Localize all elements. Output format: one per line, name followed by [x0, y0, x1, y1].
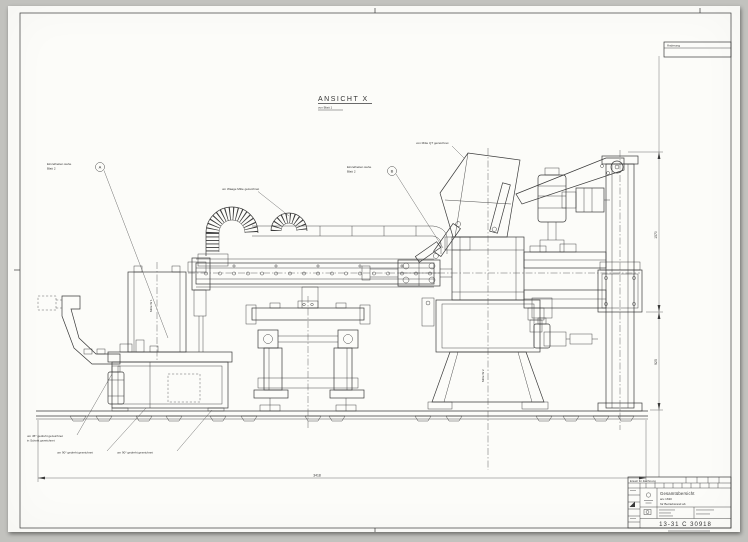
callout-b-line2: Blatt 2 — [347, 170, 356, 174]
cross-beam-lower — [523, 289, 607, 333]
title-block: Ersatz für Zeichnung — [627, 476, 732, 532]
replacement-note: Ersatz für Zeichnung — [630, 479, 656, 483]
rotation-note-2: um 90° gedreht gezeichnet — [57, 451, 93, 455]
accumulator-cylinder — [537, 167, 567, 253]
duct-run — [252, 225, 433, 237]
projection-symbol — [644, 488, 658, 507]
cross-beam-upper — [523, 243, 607, 269]
hose-note: um Waage Mitte gezeichnet — [222, 187, 290, 217]
centerline-label-right: Mitte W 2 — [481, 369, 485, 382]
overall-length-dim: 3418 — [313, 473, 321, 477]
title-line3: für Betriebsrand ab — [660, 502, 686, 506]
microfilm-footer — [668, 530, 710, 532]
callout-a-bubble: A — [99, 165, 102, 170]
hose-note-text: um Waage Mitte gezeichnet — [222, 187, 259, 191]
floor-rail — [36, 410, 648, 422]
centerline-label-left: Mitte W 1 — [149, 299, 153, 312]
tall-panel — [127, 262, 187, 360]
drawing-number: 13-31 C 30918 — [659, 522, 712, 528]
rotation-note-1a: um 45° gedreht gezeichnet — [27, 434, 63, 438]
revision-note-box: Änderung — [663, 41, 732, 58]
left-station — [107, 261, 233, 412]
corrugated-hose — [197, 206, 448, 267]
anchor-feet — [69, 415, 635, 422]
perforated-conveyor-beam — [191, 257, 435, 352]
beam-holes — [204, 271, 432, 276]
rotation-notes: um 45° gedreht gezeichnet in Schnitt gez… — [27, 373, 213, 455]
micro-text-placeholders — [659, 509, 714, 517]
right-lower-dim: 925 — [654, 359, 658, 365]
rotation-note-3: um 90° gedreht gezeichnet — [117, 451, 153, 455]
centerlines — [188, 148, 640, 470]
hydraulic-cylinder-left — [421, 297, 435, 327]
lever-arm — [489, 182, 511, 234]
main-machine — [414, 152, 567, 410]
right-column-stand — [515, 155, 643, 412]
title-line1: Gesamtübersicht — [660, 491, 695, 496]
hopper — [439, 152, 521, 238]
motor-block — [561, 187, 610, 213]
callout-a-line1: Einzelheiten siehe — [47, 162, 72, 166]
rotation-note-1b: in Schnitt gezeichnet — [27, 439, 55, 443]
callout-a-line2: Blatt 2 — [47, 167, 56, 171]
callout-a: Einzelheiten siehe Blatt 2 A — [47, 162, 169, 339]
center-note: von Mitte QT gezeichnet — [416, 141, 465, 159]
view-title-text: ANSICHT X — [318, 96, 369, 103]
revision-box-label: Änderung — [667, 44, 680, 48]
callout-b-line1: Einzelheiten siehe — [347, 165, 372, 169]
hopper-gate — [444, 236, 471, 251]
table-slab — [107, 351, 233, 363]
hydraulic-bottle-left — [107, 365, 125, 405]
tilted-cylinder-1 — [433, 221, 461, 259]
revision-column — [628, 483, 641, 528]
right-upper-dim: 1570 — [654, 231, 658, 239]
top-arm — [515, 157, 625, 205]
callout-b: Einzelheiten siehe Blatt 2 B — [347, 165, 444, 249]
control-cabinet — [111, 361, 229, 409]
dimension-right: 1570 925 — [628, 151, 663, 411]
center-note-text: von Mitte QT gezeichnet — [416, 141, 449, 145]
view-subtitle-text: von Blatt 1 — [318, 105, 333, 109]
callout-b-bubble: B — [391, 169, 394, 174]
view-title: ANSICHT X von Blatt 1 — [318, 96, 372, 111]
tilted-cylinder-2 — [414, 241, 442, 263]
mid-right-assembly — [543, 331, 598, 347]
title-line2: aru 1630 — [660, 497, 672, 501]
